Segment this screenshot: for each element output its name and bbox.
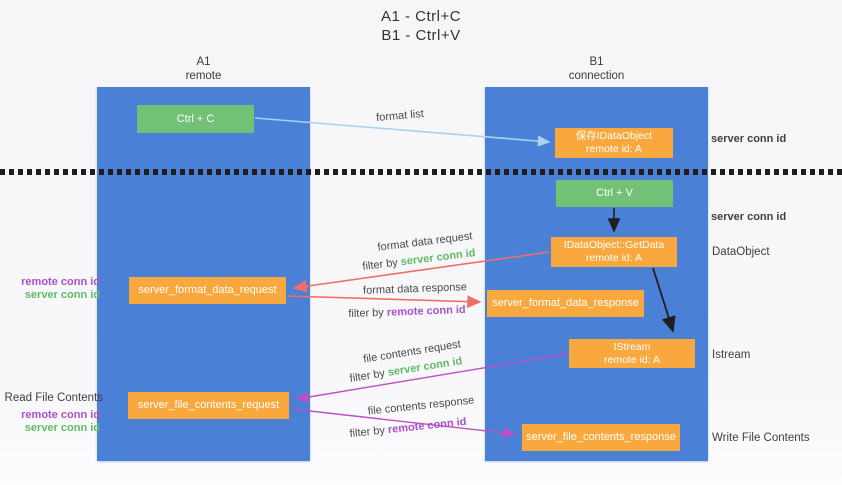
node-istream-line2: remote id: A (603, 353, 661, 366)
lane-header-b1: B1 connection (485, 55, 708, 83)
filter-value-remote-conn-id: remote conn id (386, 303, 466, 319)
arrow-format-data-response (287, 295, 482, 308)
node-ctrl-c: Ctrl + C (137, 105, 254, 133)
node-ctrl-c-label: Ctrl + C (176, 112, 215, 125)
dataobject-label: DataObject (712, 246, 770, 258)
remote-conn-id-label: remote conn id (21, 409, 100, 421)
left-label-group-2: remote conn id server conn id (0, 409, 100, 435)
node-idataobject-getdata: IDataObject::GetData remote id: A (551, 237, 677, 267)
filter-prefix: filter by (348, 366, 389, 385)
node-idataobject-getdata-line2: remote id: A (585, 252, 643, 264)
server-conn-id-label: server conn id (24, 422, 100, 434)
node-save-idataobject-line1: 保存IDataObject (575, 130, 653, 142)
left-label-group-1: remote conn id server conn id (0, 276, 100, 302)
filter-value-server-conn-id: server conn id (400, 247, 477, 269)
node-server-file-contents-response: server_file_contents_response (522, 424, 680, 451)
diagram-title: A1 - Ctrl+C B1 - Ctrl+V (0, 7, 842, 45)
node-ctrl-v: Ctrl + V (556, 180, 673, 207)
node-save-idataobject: 保存IDataObject remote id: A (555, 128, 673, 158)
remote-conn-id-label: remote conn id (21, 276, 100, 288)
label-file-contents-response: file contents response (367, 394, 475, 418)
title-line-1: A1 - Ctrl+C (380, 8, 462, 25)
dotted-separator (0, 169, 842, 175)
node-server-file-contents-response-label: server_file_contents_response (526, 431, 676, 443)
istream-label: Istream (712, 349, 751, 361)
node-idataobject-getdata-line1: IDataObject::GetData (563, 239, 665, 251)
label-file-contents-response-filter: filter by remote conn id (349, 416, 467, 440)
lane-b1-subtitle: connection (568, 70, 625, 82)
node-save-idataobject-line2: remote id: A (585, 143, 643, 155)
filter-prefix: filter by (361, 256, 402, 273)
lane-a1-subtitle: remote (185, 70, 222, 82)
node-ctrl-v-label: Ctrl + V (596, 187, 633, 199)
filter-prefix: filter by (349, 424, 389, 441)
read-file-contents-label: Read File Contents (4, 392, 103, 404)
server-conn-id-label-mid: server conn id (711, 211, 787, 223)
write-file-contents-label: Write File Contents (712, 432, 810, 444)
node-server-format-data-request: server_format_data_request (129, 277, 286, 304)
title-line-2: B1 - Ctrl+V (381, 27, 461, 44)
node-istream: IStream remote id: A (569, 339, 695, 368)
node-server-file-contents-request: server_file_contents_request (128, 392, 289, 419)
label-format-data-response: format data response (362, 281, 468, 297)
label-format-list: format list (375, 107, 425, 125)
lane-a1-name: A1 (196, 56, 211, 68)
lane-header-a1: A1 remote (97, 55, 310, 83)
node-server-file-contents-request-label: server_file_contents_request (137, 399, 280, 411)
node-server-format-data-response-label: server_format_data_response (492, 297, 639, 309)
node-server-format-data-request-label: server_format_data_request (138, 284, 277, 296)
filter-value-remote-conn-id: remote conn id (387, 415, 467, 437)
label-format-data-response-filter: filter by remote conn id (348, 304, 466, 320)
lane-b1-name: B1 (589, 56, 604, 68)
server-conn-id-label-top: server conn id (711, 133, 787, 145)
node-server-format-data-response: server_format_data_response (487, 290, 644, 317)
node-istream-line1: IStream (613, 340, 651, 353)
filter-prefix: filter by (348, 306, 388, 321)
server-conn-id-label: server conn id (24, 289, 100, 301)
